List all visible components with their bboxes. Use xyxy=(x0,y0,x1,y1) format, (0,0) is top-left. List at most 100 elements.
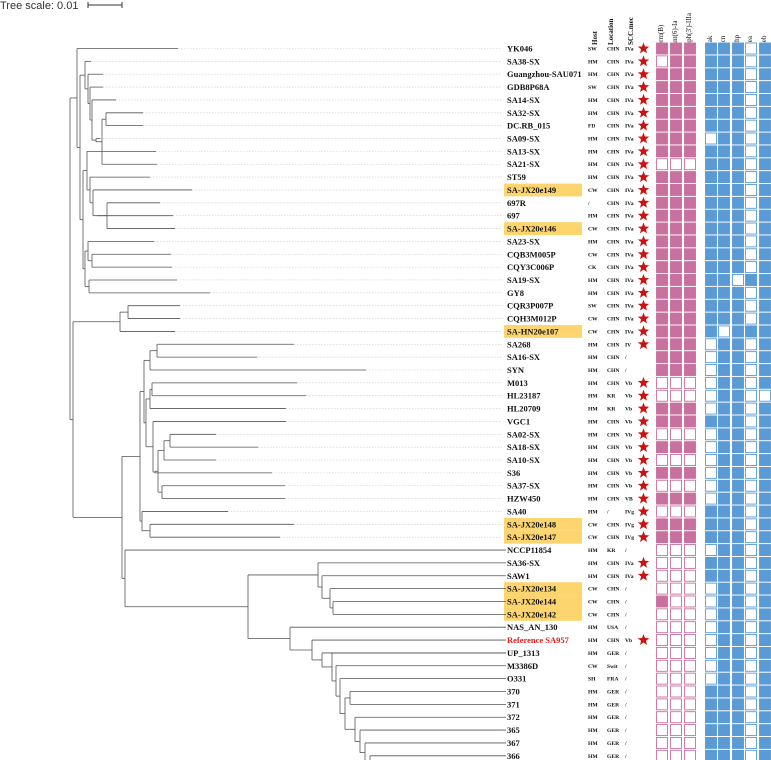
resistance-cell xyxy=(670,621,682,634)
star-icon xyxy=(637,466,650,478)
virulence-cell xyxy=(759,119,771,132)
location-cell: CHN xyxy=(607,239,619,245)
resistance-cell xyxy=(670,454,682,466)
sccmec-cell: Vb xyxy=(625,638,632,644)
resistance-cell xyxy=(670,338,682,351)
virulence-cell xyxy=(759,711,771,724)
sccmec-cell: IVa xyxy=(625,124,634,130)
host-cell: HM xyxy=(588,638,598,644)
resistance-cell xyxy=(670,479,682,492)
resistance-cell xyxy=(670,466,682,479)
resistance-cell xyxy=(656,158,668,171)
sccmec-cell: IVa xyxy=(625,317,634,323)
location-cell: CHN xyxy=(607,612,619,618)
location-cell: CHN xyxy=(607,535,619,541)
virulence-cell xyxy=(732,325,744,338)
virulence-cell xyxy=(759,235,771,248)
virulence-cell xyxy=(705,338,717,351)
strain-name: 366 xyxy=(507,751,520,760)
virulence-cell xyxy=(745,531,757,544)
resistance-cell xyxy=(670,441,682,454)
resistance-cell xyxy=(656,325,668,338)
resistance-cell xyxy=(684,312,696,325)
location-cell: CHN xyxy=(607,638,619,644)
virulence-cell xyxy=(745,518,757,531)
virulence-cell xyxy=(759,556,771,569)
sccmec-cell: / xyxy=(624,741,627,747)
sccmec-cell: IVa xyxy=(625,59,634,65)
strain-name: DC.RB_015 xyxy=(507,121,550,131)
resistance-cell xyxy=(684,158,696,171)
virulence-cell xyxy=(745,261,757,274)
virulence-cell xyxy=(759,55,771,68)
resistance-cell xyxy=(684,184,696,196)
virulence-cell xyxy=(718,544,730,556)
virulence-cell xyxy=(745,274,757,286)
sccmec-cell: IVa xyxy=(625,201,634,207)
resistance-cell xyxy=(684,261,696,274)
virulence-cell xyxy=(745,248,757,261)
virulence-cell xyxy=(718,531,730,544)
virulence-cell xyxy=(745,338,757,351)
strain-name: 370 xyxy=(507,687,520,697)
virulence-cell xyxy=(718,55,730,68)
host-cell: CW xyxy=(588,188,598,194)
virulence-cell xyxy=(705,55,717,68)
virulence-cell xyxy=(718,286,730,299)
virulence-cell xyxy=(759,132,771,145)
resistance-cell xyxy=(684,222,696,235)
strain-name: SA23-SX xyxy=(507,236,541,246)
virulence-cell xyxy=(759,634,771,647)
virulence-cell xyxy=(745,286,757,299)
location-cell: CHN xyxy=(607,124,619,130)
resistance-cell xyxy=(684,402,696,415)
virulence-cell xyxy=(705,389,717,402)
virulence-cell xyxy=(718,145,730,158)
strain-name: YK046 xyxy=(507,44,533,54)
sccmec-cell: IVa xyxy=(625,329,634,335)
resistance-cell xyxy=(684,389,696,402)
host-cell: CW xyxy=(588,317,598,323)
virulence-cell xyxy=(705,402,717,415)
resistance-cell xyxy=(670,672,682,685)
resistance-cell xyxy=(670,196,682,209)
resistance-cell xyxy=(656,55,668,68)
virulence-cell xyxy=(705,711,717,724)
host-cell: HM xyxy=(588,175,598,181)
location-cell: CHN xyxy=(607,291,619,297)
virulence-cell xyxy=(718,119,730,132)
virulence-cell xyxy=(745,595,757,608)
virulence-cell xyxy=(759,376,771,389)
virulence-cell xyxy=(705,196,717,209)
resistance-cell xyxy=(670,55,682,68)
resistance-cell xyxy=(670,634,682,647)
virulence-cell xyxy=(718,338,730,351)
virulence-cell xyxy=(759,325,771,338)
strain-name: SA-JX20e134 xyxy=(507,584,557,594)
resistance-cell xyxy=(656,518,668,531)
resistance-cell xyxy=(684,672,696,685)
header-location: Location xyxy=(607,18,615,45)
virulence-cell xyxy=(759,608,771,621)
host-cell: CW xyxy=(588,535,598,541)
resistance-cell xyxy=(684,531,696,544)
virulence-cell xyxy=(759,724,771,737)
host-cell: HM xyxy=(588,471,598,477)
virulence-cell xyxy=(732,698,744,711)
virulence-cell xyxy=(732,196,744,209)
virulence-cell xyxy=(705,299,717,312)
virulence-cell xyxy=(759,299,771,312)
virulence-cell xyxy=(718,93,730,106)
resistance-cell xyxy=(684,749,696,760)
virulence-cell xyxy=(718,646,730,659)
